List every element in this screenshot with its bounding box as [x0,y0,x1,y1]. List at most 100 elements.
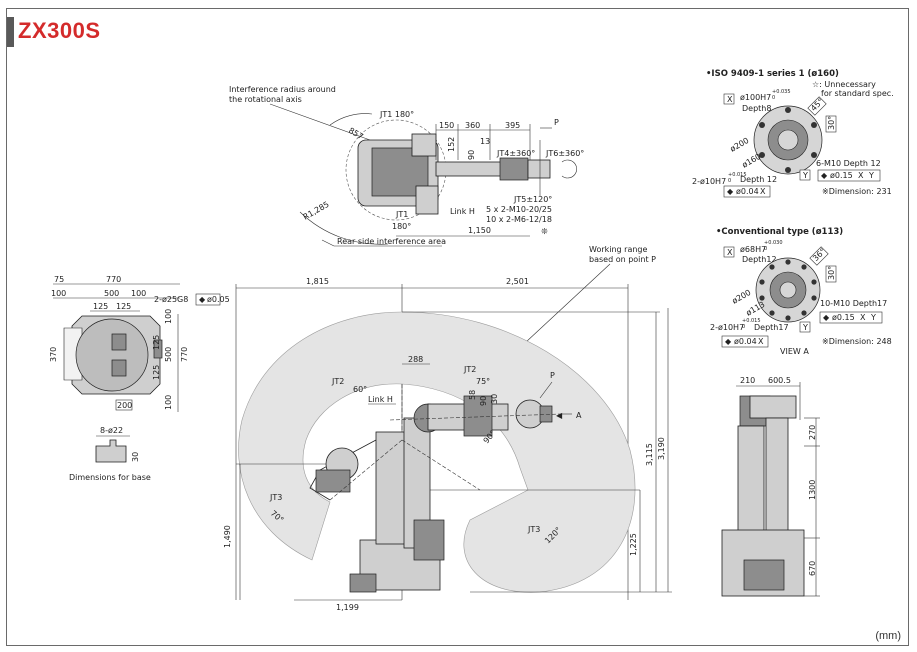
conv-bolt-7 [769,310,775,316]
side-jt2-motor [413,519,445,561]
base-dim-125-b: 125 [116,302,131,311]
view-a-label: A [576,411,582,420]
base-dim-200-box [115,399,133,411]
dim-360: 360 [465,121,480,130]
dim-90: 90 [467,150,476,160]
jt1-bottom-angle: 180° [392,222,411,231]
conv-dia-200: ø200 [731,288,753,306]
base-dim-75: 75 [54,275,64,284]
side-p-leader [539,381,553,399]
top-jt2-motor [415,185,439,215]
rear-dim-670: 670 [808,561,817,576]
conv-bolt-4 [811,295,817,301]
conv-pos-tol-2: ø0.04 [734,337,757,346]
conv-bolt-10 [769,264,775,270]
base-view: 75 770 100 500 100 125 125 2-ø25G8 ◆ ø0.… [49,275,230,482]
rear-area-leader [321,239,335,247]
iso-depth: Depth8 [742,104,771,113]
conv-bolt-6 [785,315,791,321]
working-range-2: based on point P [589,255,656,264]
iso-datum-y-box [799,169,811,181]
title-accent-bar [7,17,14,47]
iso-pin-tol-lower: 0 [728,178,731,184]
top-jt1-motor [411,133,437,157]
dim-395: 395 [505,121,520,130]
iso-bolt-6 [759,122,765,128]
conv-pos-tol: ø0.15 [832,313,855,322]
dim-3115: 3,115 [645,443,654,466]
side-lower-column [375,431,407,545]
working-range-1: Working range [589,245,648,254]
jt4-label: JT4±360° [496,149,535,158]
dim-1225: 1,225 [629,533,638,556]
radius-1285-label: R1,285 [302,200,331,222]
interference-leader [269,103,371,141]
base-tolerance: ø0.05 [207,295,230,304]
dim-13: 13 [480,137,490,146]
iso-bolt-1 [785,107,791,113]
dim-1150: 1,150 [468,226,491,235]
jt2-front-angle: 75° [476,377,490,386]
iso-flange-bore-circle [777,129,799,151]
rear-column [737,425,765,537]
conv-bolt-5 [801,310,807,316]
working-envelope [238,311,636,593]
base-caption: Dimensions for base [69,473,151,482]
base-dim-100-right: 100 [131,289,146,298]
conventional-flange-view: •Conventional type (ø113) X ø68H7 +0.030… [710,227,892,356]
page-title: ZX300S [18,18,101,43]
conv-datum-y-box [799,321,811,333]
base-connector-2 [111,359,127,377]
top-flange [527,159,551,179]
dim-1150-star: ❊ [541,227,548,236]
iso-ang45-box [807,96,827,116]
base-dim-30: 30 [131,452,140,462]
rear-dim-600: 600.5 [768,376,791,385]
dim-152: 152 [447,137,456,152]
conv-datum-y: Y [802,323,808,332]
base-rear-lug [63,327,83,381]
conv-tol-frame-2 [721,335,769,348]
iso-tol-frame-2 [723,185,771,198]
conv-tol-symbol: ◆ [823,313,830,322]
dim-1490: 1,490 [223,525,232,548]
conv-tol-frame [819,311,883,324]
iso-tol-datum-x: X [858,171,864,180]
jt2-rear-label: JT2 [331,377,344,386]
base-dim-125-a: 125 [93,302,108,311]
base-holes-label: 8-ø22 [100,426,123,435]
conv-pin-depth: Depth17 [754,323,789,332]
side-view: 1,815 2,501 Working range based on point… [223,245,672,612]
jt6-label: JT6±360° [545,149,584,158]
view-a-arrowhead: ◀ [556,411,563,420]
iso-ang-30: 30° [827,116,836,130]
top-wrist [499,157,529,181]
iso-dimension: ※Dimension: 231 [822,187,892,196]
iso-pin: 2-ø10H7 [692,177,726,186]
iso-pin-tol-upper: +0.015 [728,172,747,178]
dim-1815: 1,815 [306,277,329,286]
jt3-front-label: JT3 [527,525,540,534]
conv-bore-tol-upper: +0.030 [764,240,783,246]
iso-pos-tol: ø0.15 [830,171,853,180]
base-dim-200: 200 [117,401,132,410]
conv-bolt-8 [759,295,765,301]
holes-spec-1: 5 x 2-M10-20/25 [486,205,552,214]
iso-bolt-5 [759,152,765,158]
dim-30: 30 [490,394,499,404]
base-dim-100-r1: 100 [164,309,173,324]
iso-tol-symbol: ◆ [821,171,828,180]
rear-view: 210 600.5 270 1300 670 [721,376,820,597]
units-label: (mm) [875,630,901,642]
rear-lower-arm [765,417,789,539]
conv-datum-x: X [727,248,733,257]
side-retracted-motors [315,469,351,493]
base-connector-1 [111,333,127,351]
iso-bore: ø100H7 [740,93,771,102]
dim-3190: 3,190 [657,437,666,460]
holes-spec-2: 10 x 2-M6-12/18 [486,215,552,224]
iso-bolt-3 [811,152,817,158]
base-dim-770: 770 [106,275,121,284]
